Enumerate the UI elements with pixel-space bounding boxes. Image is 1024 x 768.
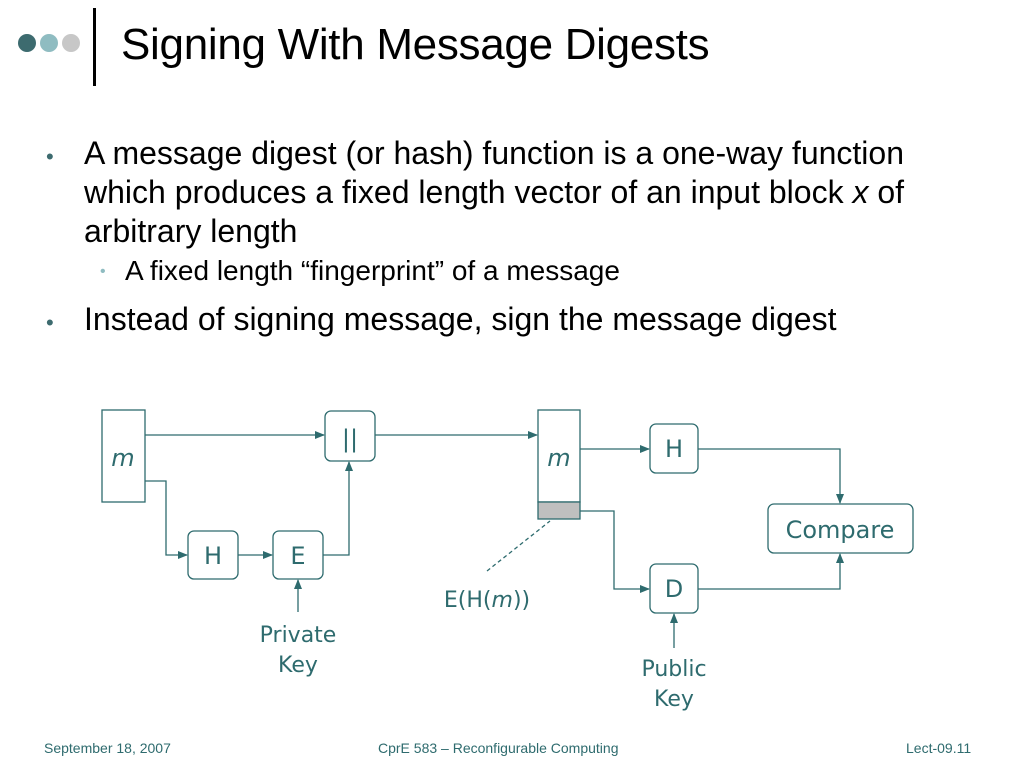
signature-label-prefix: E(H( <box>444 588 492 613</box>
arrow-encrypt-to-concat <box>323 461 353 556</box>
message-label-right: m <box>547 444 570 472</box>
bullet-text-part: A message digest (or hash) function is a… <box>84 135 904 210</box>
message-label-left: m <box>111 444 134 472</box>
bullet-text: A message digest (or hash) function is a… <box>84 134 924 251</box>
arrow-message-to-hash <box>145 480 188 559</box>
sub-bullet-dot-icon: • <box>100 263 106 280</box>
bullet-text-part: of arbitrary length <box>84 174 905 249</box>
slide-title: Signing With Message Digests <box>121 20 710 69</box>
public-key-label-line2: Key <box>654 687 694 712</box>
footer-lecture: Lect-09.11 <box>906 740 972 756</box>
hash-label-left: H <box>204 542 222 570</box>
signature-label-var: m <box>492 588 513 613</box>
footer-date: September 18, 2007 <box>44 740 171 756</box>
signature-label: E(H(m)) <box>444 588 530 613</box>
message-block-left <box>101 409 146 503</box>
signature-pointer <box>486 520 551 572</box>
arrow-signature-to-decrypt <box>580 510 650 593</box>
dark-dot-icon <box>18 34 36 52</box>
private-key-label-line2: Key <box>278 653 318 678</box>
arrow-hash-to-compare <box>698 448 844 504</box>
footer-course: CprE 583 – Reconfigurable Computing <box>378 740 619 756</box>
light-dot-icon <box>40 34 58 52</box>
signature-block <box>537 501 581 520</box>
compare-label: Compare <box>786 516 895 544</box>
private-key-label-line1: Private <box>260 623 337 648</box>
concat-label: || <box>342 425 358 453</box>
message-block-right <box>537 409 581 503</box>
decrypt-label: D <box>665 575 683 603</box>
public-key-label-line1: Public <box>641 657 706 682</box>
signature-label-suffix: )) <box>513 588 530 613</box>
hash-label-right: H <box>665 435 683 463</box>
arrow-decrypt-to-compare <box>698 553 844 590</box>
bullet-text: Instead of signing message, sign the mes… <box>84 301 837 337</box>
bullet-dot-icon: • <box>46 144 54 169</box>
encrypt-label: E <box>290 542 305 570</box>
sub-bullet-text: A fixed length “fingerprint” of a messag… <box>125 255 620 286</box>
title-divider <box>93 8 96 86</box>
gray-dot-icon <box>62 34 80 52</box>
bullet-dot-icon: • <box>46 310 54 335</box>
bullet-italic-x: x <box>852 174 869 210</box>
